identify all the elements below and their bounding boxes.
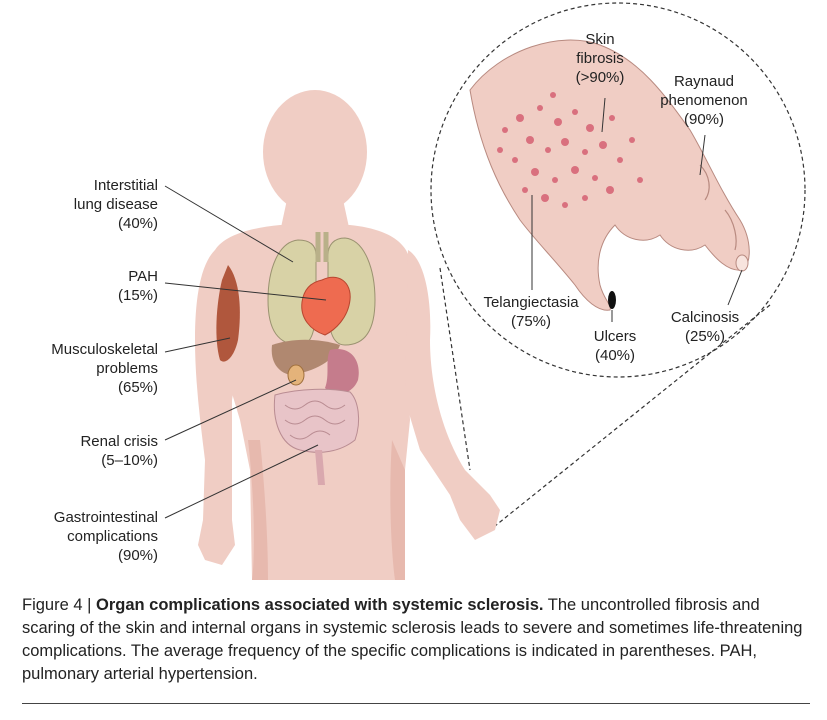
- rectum: [315, 450, 325, 485]
- stomach: [325, 349, 359, 394]
- label-interstitial-lung-disease: Interstitial lung disease (40%): [73, 177, 158, 232]
- label-renal-crisis: Renal crisis (5–10%): [80, 433, 158, 469]
- label-raynaud: Raynaud phenomenon (90%): [660, 73, 748, 128]
- caption-title: Organ complications associated with syst…: [95, 596, 544, 614]
- telangiectasia-spots: [497, 92, 643, 208]
- label-skin-fibrosis: Skin fibrosis (>90%): [575, 31, 625, 86]
- label-musculoskeletal: Musculoskeletal problems (65%): [51, 341, 158, 396]
- label-pah: PAH (15%): [117, 268, 158, 304]
- label-telangiectasia: Telangiectasia (75%): [483, 294, 579, 330]
- leader-skin: [601, 97, 606, 133]
- leader-renal: [164, 379, 297, 441]
- leader-calcinosis: [727, 269, 743, 306]
- kidney: [287, 364, 305, 386]
- zoom-line-top: [439, 267, 471, 471]
- leader-msk: [164, 337, 231, 353]
- caption-body: The uncontrolled fibrosis and scaring of…: [22, 596, 803, 683]
- trachea: [315, 232, 329, 262]
- label-ulcers: Ulcers (40%): [593, 328, 637, 364]
- leader-lines: [164, 97, 743, 519]
- heart: [301, 276, 351, 336]
- liver: [271, 339, 340, 375]
- leader-pah: [164, 282, 327, 301]
- ulcer-mark: [608, 291, 616, 309]
- label-gastrointestinal: Gastrointestinal complications (90%): [53, 509, 158, 564]
- zoomed-hand: [469, 39, 750, 311]
- leader-raynaud: [699, 134, 706, 176]
- zoom-line-bottom: [489, 304, 771, 531]
- leader-ild: [164, 185, 294, 263]
- body-diagram: [164, 2, 806, 580]
- caption-figure-label: Figure 4 |: [22, 596, 96, 614]
- label-calcinosis: Calcinosis (25%): [670, 309, 740, 345]
- leader-gi: [164, 444, 319, 519]
- figure-illustration: Interstitial lung disease (40%) PAH (15%…: [51, 2, 806, 580]
- caption-rule: [22, 703, 810, 704]
- intestines: [273, 388, 360, 453]
- figure-caption: Figure 4 | Organ complications associate…: [22, 594, 812, 686]
